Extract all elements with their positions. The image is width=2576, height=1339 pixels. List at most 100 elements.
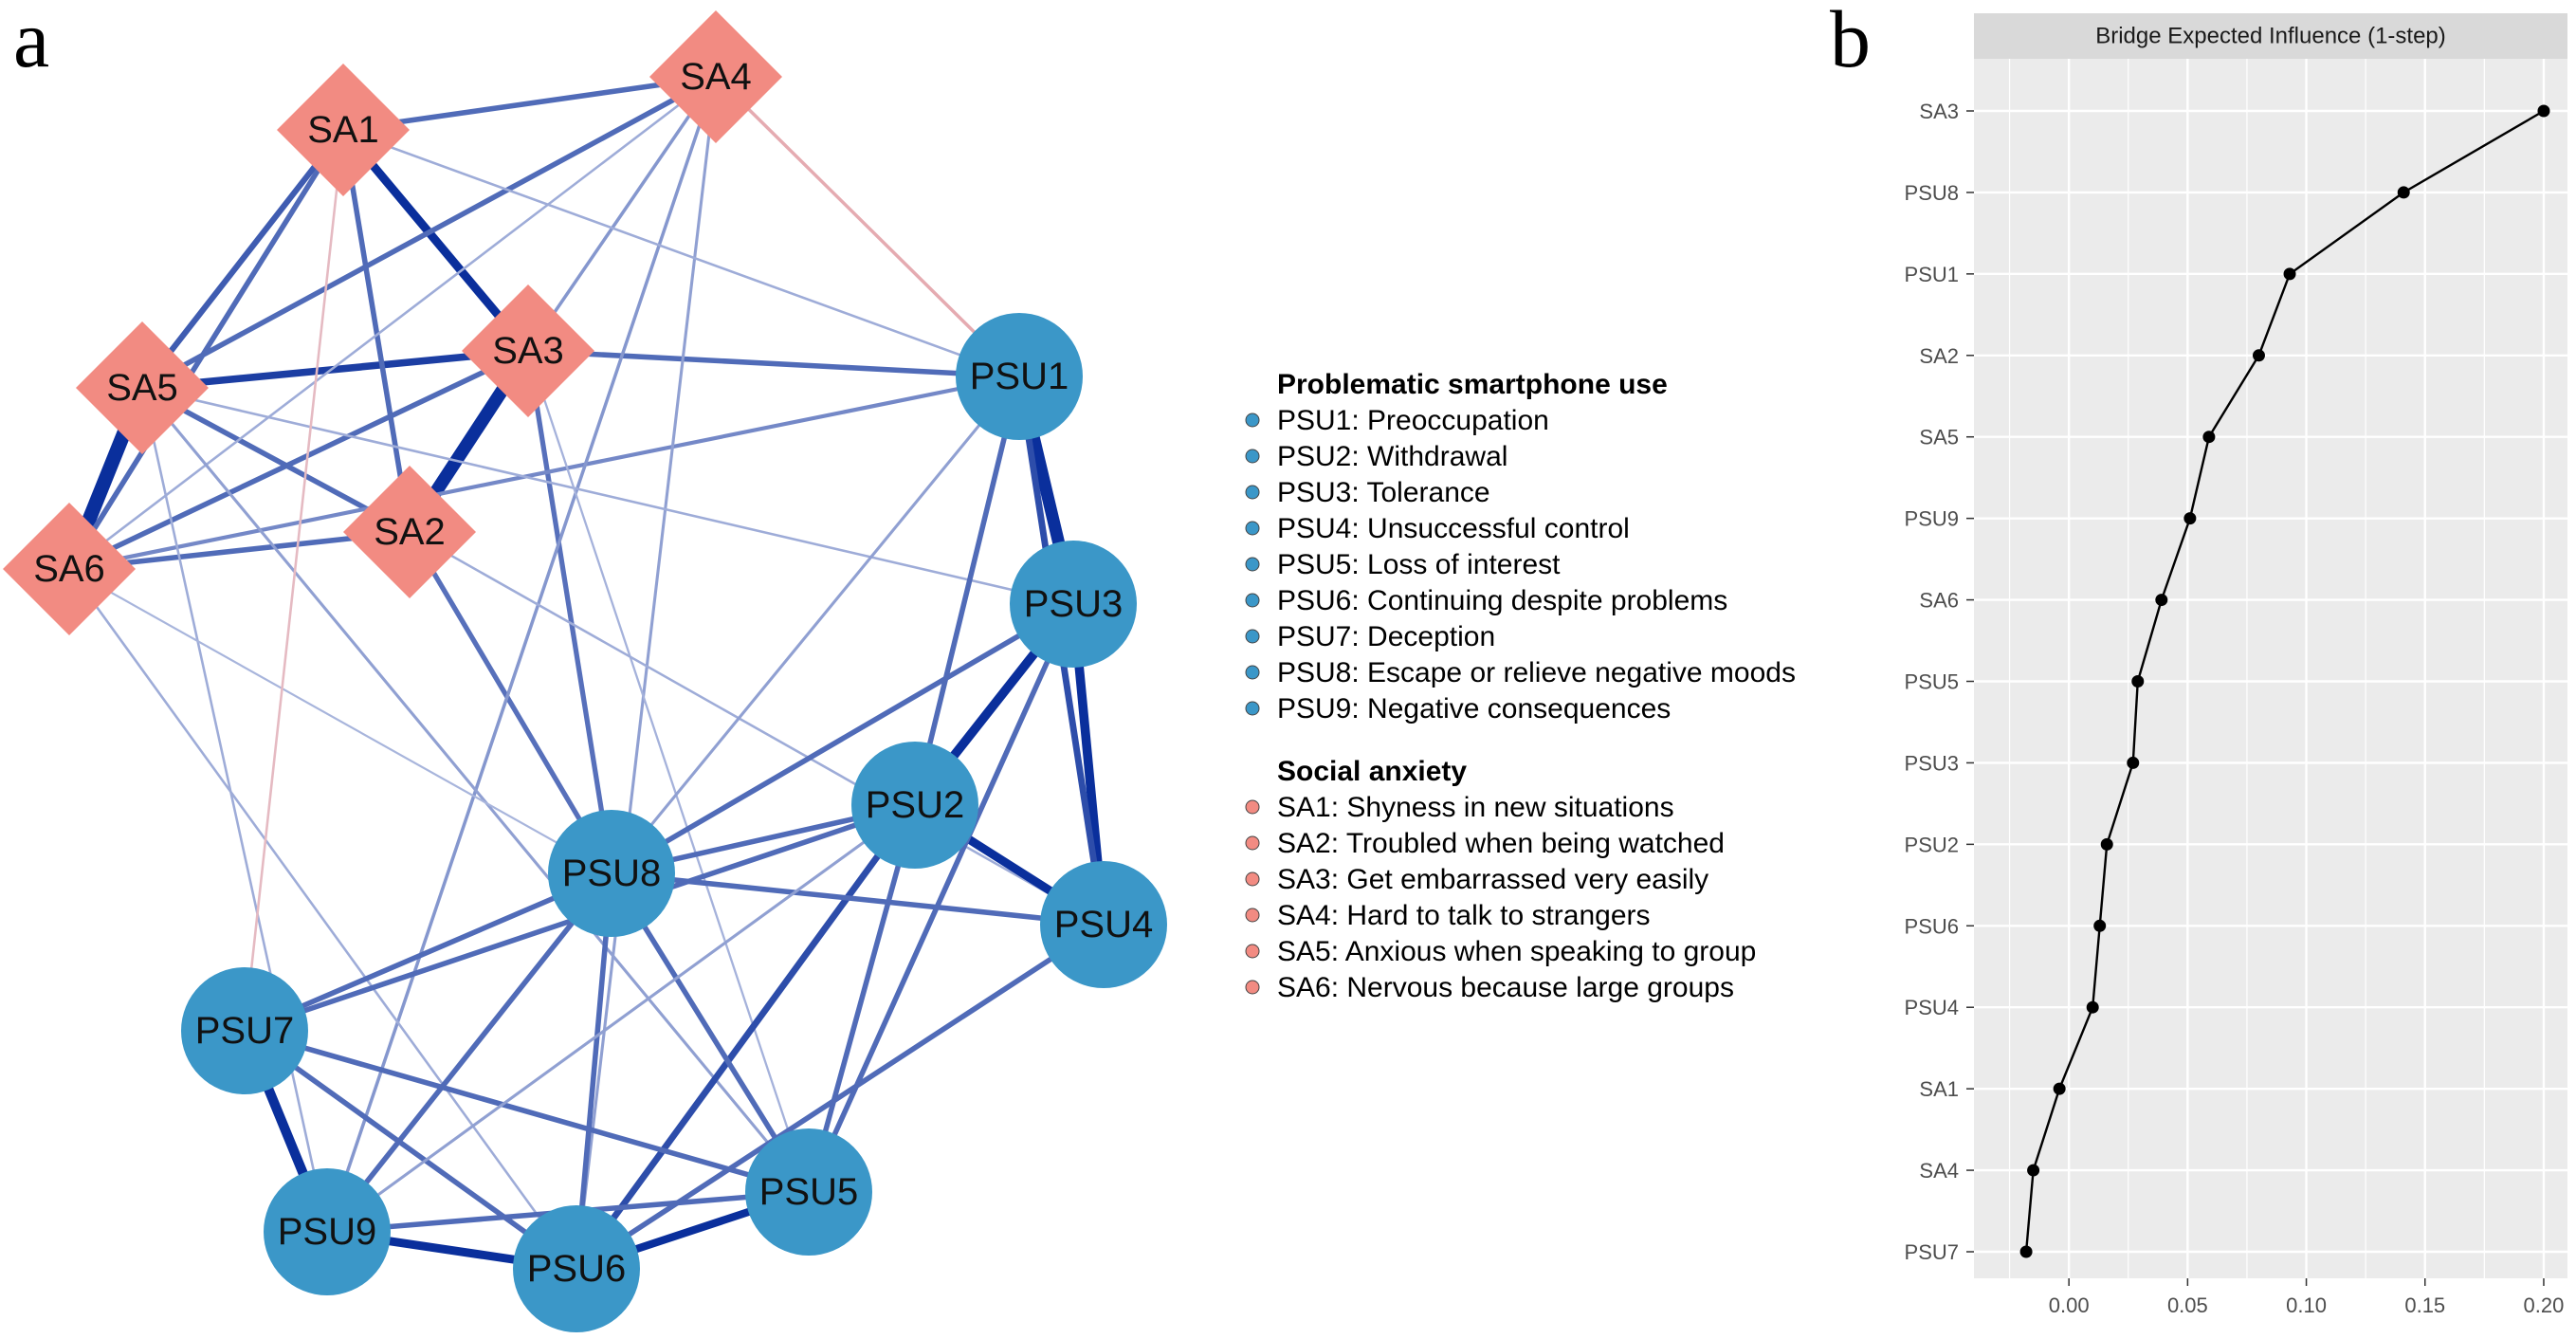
edge-sa2-psu8: [407, 529, 614, 876]
circle-shape: [1040, 861, 1167, 988]
legend-item: PSU3: Tolerance: [1277, 477, 1490, 508]
edge-sa4-sa3: [526, 75, 718, 353]
data-point-psu1: [2283, 267, 2296, 281]
network-nodes: SA1SA2SA3SA4SA5SA6PSU1PSU2PSU3PSU4PSU5PS…: [3, 10, 1167, 1332]
y-tick-label: SA5: [1919, 426, 1959, 449]
node-psu6: PSU6: [513, 1205, 640, 1332]
circle-shape: [181, 967, 308, 1094]
node-label: PSU7: [195, 1010, 295, 1052]
edge-sa1-sa5: [138, 126, 347, 392]
circle-shape: [1010, 541, 1137, 668]
edge-sa1-sa2: [340, 127, 412, 535]
node-label: PSU9: [278, 1211, 377, 1253]
edge-psu8-psu6: [574, 871, 614, 1272]
legend-dot: [1245, 413, 1260, 428]
edge-sa3-psu1: [525, 348, 1022, 379]
series: [2019, 104, 2550, 1258]
node-psu7: PSU7: [181, 967, 308, 1094]
legend-dot: [1245, 449, 1260, 464]
edge-sa4-psu6: [575, 75, 718, 1271]
data-point-sa6: [2155, 594, 2168, 607]
data-point-psu6: [2093, 919, 2107, 932]
edge-sa6-psu6: [67, 567, 578, 1271]
legend-dot: [1245, 521, 1260, 536]
edge-sa1-sa6: [66, 127, 346, 572]
legend-title-psu: Problematic smartphone use: [1277, 369, 1668, 400]
data-point-sa1: [2053, 1082, 2066, 1095]
node-psu5: PSU5: [745, 1128, 872, 1256]
legend-item: PSU6: Continuing despite problems: [1277, 585, 1727, 616]
data-point-psu3: [2127, 756, 2140, 769]
y-axis: SA3PSU8PSU1SA2SA5PSU9SA6PSU5PSU3PSU2PSU6…: [1905, 100, 1974, 1264]
y-tick-label: SA1: [1919, 1077, 1959, 1101]
y-tick-label: PSU1: [1905, 263, 1959, 286]
y-tick-label: PSU6: [1905, 914, 1959, 938]
x-tick-label: 0.15: [2404, 1293, 2445, 1317]
data-point-sa4: [2027, 1164, 2040, 1177]
circle-shape: [548, 810, 675, 937]
x-tick-label: 0.10: [2286, 1293, 2327, 1317]
diamond-shape: [649, 10, 782, 143]
legend-item: SA6: Nervous because large groups: [1277, 972, 1734, 1003]
legend-dot: [1245, 944, 1260, 959]
circle-shape: [745, 1128, 872, 1256]
edge-psu1-psu2: [912, 374, 1022, 808]
legend-dot: [1245, 835, 1260, 851]
node-label: SA5: [106, 367, 178, 409]
facet-strip: [1974, 13, 2567, 59]
data-point-psu4: [2086, 1000, 2099, 1014]
edge-psu4-psu6: [574, 922, 1106, 1272]
y-tick-label: PSU5: [1905, 670, 1959, 694]
y-tick-label: SA6: [1919, 589, 1959, 613]
y-tick-label: PSU3: [1905, 751, 1959, 775]
edge-sa5-psu5: [140, 386, 811, 1194]
circle-shape: [264, 1168, 391, 1295]
data-point-sa3: [2537, 104, 2550, 118]
edge-psu7-psu5: [242, 1028, 812, 1195]
legend-item: PSU1: Preoccupation: [1277, 405, 1549, 436]
circle-shape: [956, 313, 1083, 440]
legend-item: PSU5: Loss of interest: [1277, 549, 1561, 580]
legend-item: SA2: Troubled when being watched: [1277, 828, 1725, 859]
edge-sa4-sa5: [139, 74, 719, 391]
edge-sa6-psu8: [67, 567, 613, 875]
y-tick-label: SA3: [1919, 100, 1959, 123]
legend-item: PSU2: Withdrawal: [1277, 441, 1507, 472]
edge-sa1-psu1: [341, 128, 1021, 378]
edge-psu3-psu5: [806, 601, 1076, 1195]
x-tick-label: 0.05: [2167, 1293, 2208, 1317]
node-sa1: SA1: [277, 64, 410, 196]
node-label: PSU6: [527, 1248, 627, 1290]
edge-sa3-psu5: [526, 349, 811, 1194]
legend-dot: [1245, 701, 1260, 716]
circle-shape: [513, 1205, 640, 1332]
node-psu4: PSU4: [1040, 861, 1167, 988]
diamond-shape: [3, 503, 136, 635]
legend-dot: [1245, 799, 1260, 815]
legend-dot: [1245, 665, 1260, 680]
edge-psu2-psu9: [325, 803, 917, 1234]
legend-dot: [1245, 485, 1260, 500]
edge-sa2-psu4: [408, 530, 1105, 926]
diamond-shape: [277, 64, 410, 196]
edge-sa3-psu8: [525, 348, 614, 876]
legend-item: SA4: Hard to talk to strangers: [1277, 900, 1651, 931]
data-point-sa5: [2202, 431, 2216, 444]
data-point-psu9: [2183, 512, 2197, 525]
y-tick-label: PSU2: [1905, 833, 1959, 856]
edge-sa1-sa3: [338, 125, 533, 356]
edge-psu3-psu8: [609, 601, 1076, 876]
node-label: PSU4: [1054, 904, 1154, 945]
y-tick-label: SA2: [1919, 344, 1959, 368]
edge-sa5-psu9: [140, 386, 329, 1234]
node-psu2: PSU2: [851, 742, 978, 869]
edge-sa4-psu9: [325, 75, 718, 1234]
node-psu8: PSU8: [548, 810, 675, 937]
node-label: PSU5: [759, 1171, 859, 1213]
node-label: SA4: [680, 56, 752, 98]
x-tick-label: 0.20: [2524, 1293, 2565, 1317]
y-tick-label: PSU4: [1905, 996, 1959, 1019]
